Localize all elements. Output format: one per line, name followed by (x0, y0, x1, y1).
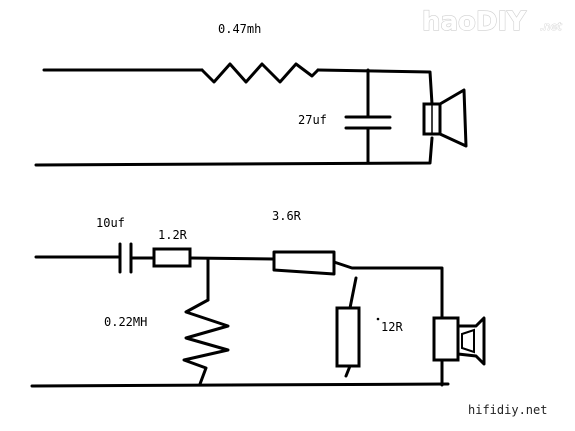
bottom-capacitor-label: 10uf (96, 216, 125, 230)
bottom-resistor-1-label: 1.2R (158, 228, 188, 242)
watermark-logo: haoDIY .net (421, 6, 562, 37)
bottom-inductor-zigzag (182, 298, 230, 386)
bottom-speaker-icon (432, 316, 486, 366)
bottom-resistor-1 (152, 247, 192, 268)
bottom-circuit: 10uf 1.2R 3.6R 0.22MH 12R (30, 209, 486, 388)
top-capacitor-label: 27uf (298, 113, 327, 127)
top-ground-rail-wire (34, 136, 434, 167)
site-watermark-text: hifidiy.net (468, 403, 547, 417)
bottom-inductor-label: 0.22MH (104, 315, 147, 329)
bottom-resistor-3-label: 12R (381, 320, 403, 334)
bottom-resistor-3-upper-lead (348, 276, 358, 310)
bottom-r2-to-speaker-wire (332, 260, 444, 320)
bottom-resistor-2 (272, 250, 336, 276)
top-inductor-label: 0.47mh (218, 22, 261, 36)
logo-main-text: haoDIY (422, 7, 527, 37)
bottom-resistor-2-label: 3.6R (272, 209, 302, 223)
bottom-r1-to-r2-wire (188, 256, 276, 261)
bottom-resistor-3 (335, 306, 361, 368)
top-circuit: 0.47mh 27uf (34, 22, 468, 167)
top-speaker-icon (422, 88, 468, 148)
top-rail-right-wire (316, 68, 434, 106)
bottom-ground-rail-wire (30, 382, 450, 388)
bottom-resistor-3-lower-lead (344, 364, 352, 378)
top-inductor-zigzag (200, 62, 320, 84)
logo-suffix-text: .net (540, 20, 562, 33)
stray-dot (376, 317, 380, 321)
